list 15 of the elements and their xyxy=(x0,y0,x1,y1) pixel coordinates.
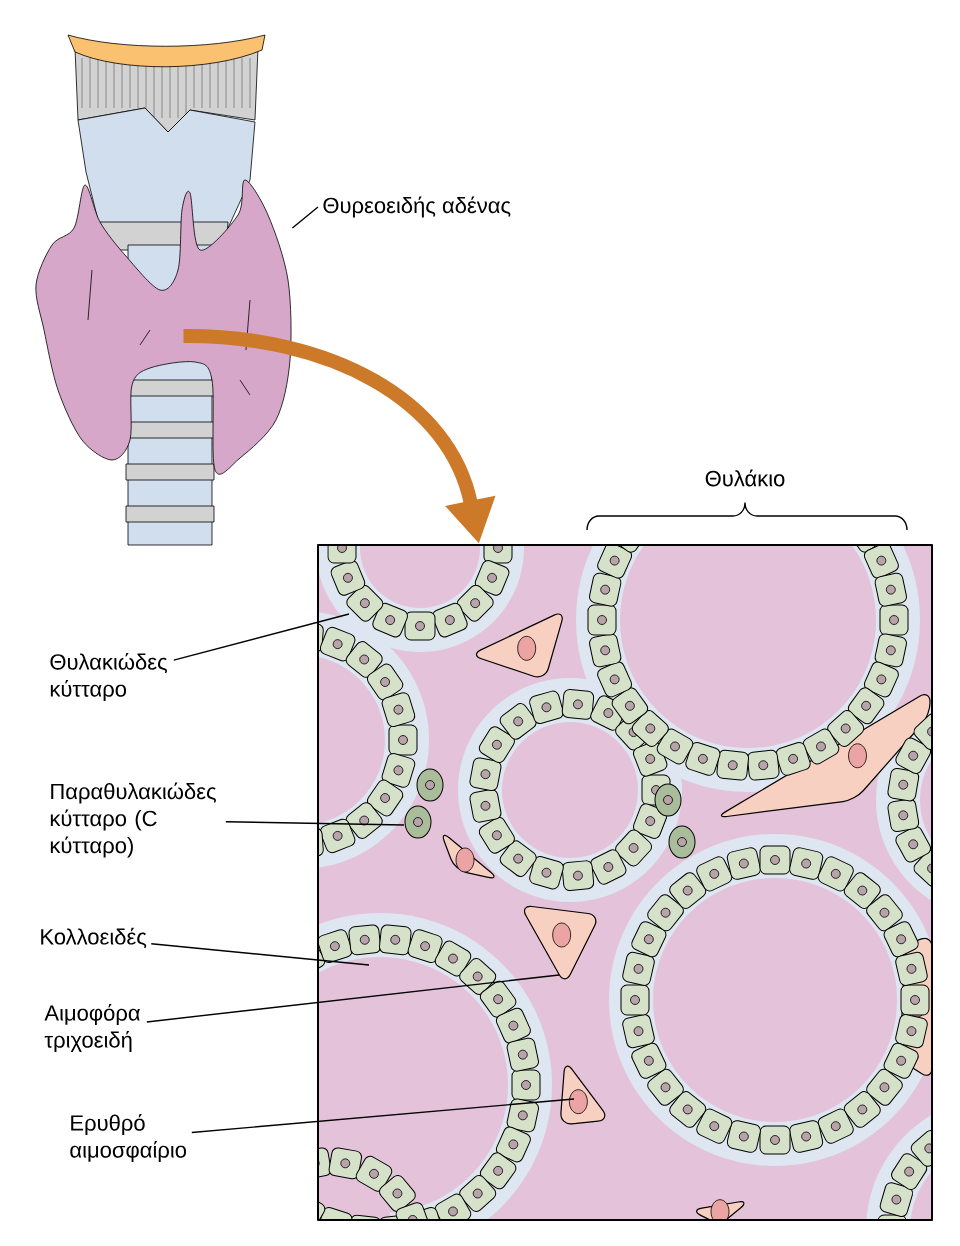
leader-line xyxy=(146,974,560,1023)
label-text: Ερυθρό αιμοσφαίριο xyxy=(70,1113,187,1163)
leader-line xyxy=(225,821,405,826)
label-text: Αιμοφόρα τριχοειδή xyxy=(44,1003,140,1053)
label-text: Παραθυλακιώδες κύτταρο (C κύτταρο) xyxy=(50,782,216,858)
label-text: Κολλοειδές xyxy=(41,927,147,949)
label-text: Θυλάκιο xyxy=(705,469,785,487)
leader-line xyxy=(291,206,319,229)
thyroid-gland-drawing xyxy=(35,34,292,546)
leader-line xyxy=(191,1098,575,1134)
label-text: Θυρεοειδής αδένας xyxy=(323,196,511,218)
label-text: Θυλακιώδες κύτταρο xyxy=(50,652,167,702)
tissue-section-drawing xyxy=(317,544,933,1221)
leader-line xyxy=(173,613,350,661)
leader-line xyxy=(150,943,370,966)
